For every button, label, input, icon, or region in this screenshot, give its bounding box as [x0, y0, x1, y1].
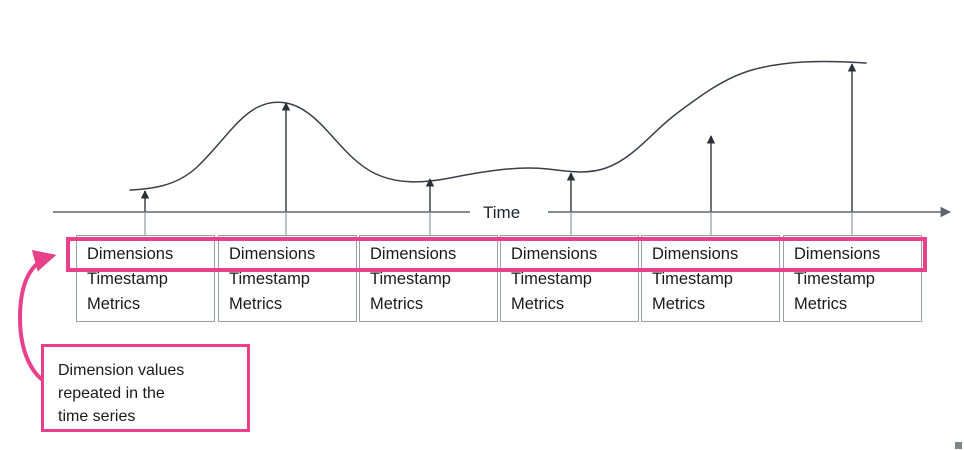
record-box[interactable]: Dimensions Timestamp Metrics: [218, 235, 357, 322]
record-dimensions-label: Dimensions: [794, 245, 881, 263]
callout-line-1: Dimension values: [58, 362, 185, 379]
record-timestamp-label: Timestamp: [370, 270, 451, 288]
record-dimensions-label: Dimensions: [652, 245, 739, 263]
callout-line-2: repeated in the: [58, 385, 165, 402]
record-box[interactable]: Dimensions Timestamp Metrics: [783, 235, 922, 322]
record-dimensions-label: Dimensions: [511, 245, 598, 263]
record-timestamp-label: Timestamp: [652, 270, 733, 288]
record-metrics-label: Metrics: [794, 295, 848, 313]
record-box[interactable]: Dimensions Timestamp Metrics: [641, 235, 780, 322]
time-series-curve: [129, 60, 867, 191]
record-box[interactable]: Dimensions Timestamp Metrics: [76, 235, 215, 322]
callout-note: Dimension values repeated in the time se…: [41, 344, 250, 432]
record-timestamp-label: Timestamp: [87, 270, 168, 288]
record-metrics-label: Metrics: [511, 295, 565, 313]
record-box[interactable]: Dimensions Timestamp Metrics: [359, 235, 498, 322]
record-metrics-label: Metrics: [370, 295, 424, 313]
record-box[interactable]: Dimensions Timestamp Metrics: [500, 235, 639, 322]
record-dimensions-label: Dimensions: [229, 245, 316, 263]
callout-line-3: time series: [58, 408, 136, 425]
record-dimensions-label: Dimensions: [370, 245, 457, 263]
record-metrics-label: Metrics: [87, 295, 141, 313]
record-timestamp-label: Timestamp: [229, 270, 310, 288]
record-metrics-label: Metrics: [229, 295, 283, 313]
record-timestamp-label: Timestamp: [511, 270, 592, 288]
record-timestamp-label: Timestamp: [794, 270, 875, 288]
time-axis-label: Time: [474, 204, 530, 221]
record-dimensions-label: Dimensions: [87, 245, 174, 263]
corner-artifact: [955, 442, 962, 449]
record-metrics-label: Metrics: [652, 295, 706, 313]
